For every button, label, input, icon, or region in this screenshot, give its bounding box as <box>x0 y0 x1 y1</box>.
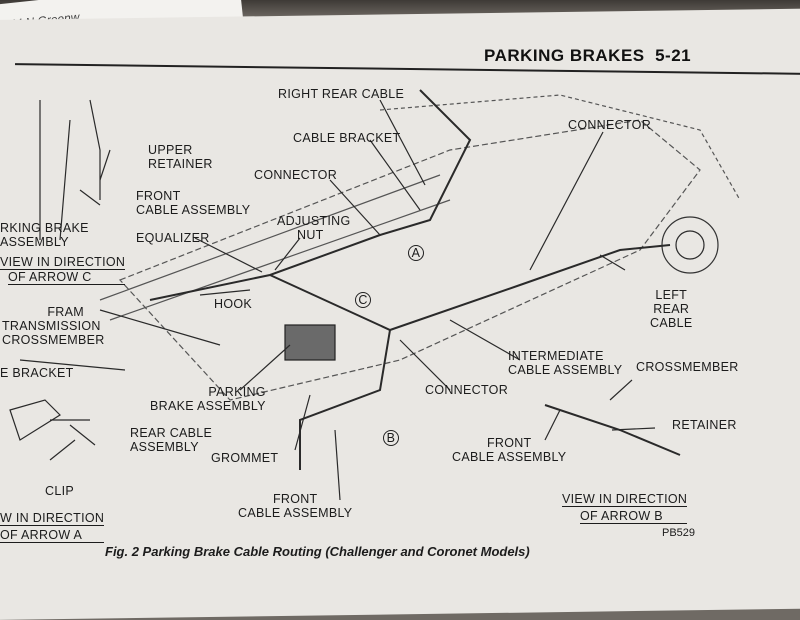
cable-routing-drawing <box>9 89 741 501</box>
label-retainer: RETAINER <box>672 418 737 432</box>
page-number: 5-21 <box>655 46 692 65</box>
label-line: UPPER <box>148 143 193 157</box>
label-line: FRONT <box>486 436 532 450</box>
label-line: CABLE ASSEMBLY <box>238 506 353 520</box>
arrow-b-marker: B <box>383 430 399 446</box>
label-line: REAR CABLE <box>130 426 213 440</box>
label-line: NUT <box>297 228 324 242</box>
label-bracket-a: E BRACKET <box>0 366 74 380</box>
label-view-b: VIEW IN DIRECTION OF ARROW B <box>562 492 688 524</box>
label-line: OF ARROW A <box>0 528 105 543</box>
arrow-c-marker: C <box>355 292 371 308</box>
label-view-a: W IN DIRECTION OF ARROW A <box>0 511 105 543</box>
label-line: ASSEMBLY <box>0 235 69 249</box>
label-line: BRAKE ASSEMBLY <box>150 399 266 413</box>
label-line: CABLE ASSEMBLY <box>508 363 623 377</box>
label-line: VIEW IN DIRECTION <box>562 492 688 507</box>
label-line: LEFT <box>655 288 688 302</box>
label-right-rear-cable: RIGHT REAR CABLE <box>278 87 405 101</box>
page-header: PARKING BRAKES 5-21 <box>484 46 691 66</box>
label-connector-bottom: CONNECTOR <box>425 383 509 397</box>
label-line: FRAM <box>47 305 84 319</box>
label-line: FRONT <box>136 189 181 203</box>
label-connector-top: CONNECTOR <box>254 168 338 182</box>
figure-caption: Fig. 2 Parking Brake Cable Routing (Chal… <box>105 544 530 559</box>
label-line: VIEW IN DIRECTION <box>0 255 126 270</box>
label-line: OF ARROW B <box>580 509 688 524</box>
label-line: RETAINER <box>148 157 213 171</box>
label-line: ADJUSTING <box>277 214 351 228</box>
label-line: PARKING <box>208 385 266 399</box>
label-line: TRANSMISSION <box>2 319 101 333</box>
label-grommet: GROMMET <box>211 451 279 465</box>
label-line: FRONT <box>272 492 318 506</box>
label-clip: CLIP <box>45 484 74 498</box>
label-hook: HOOK <box>214 297 253 311</box>
label-crossmember: CROSSMEMBER <box>636 360 739 374</box>
figure-code: PB529 <box>662 527 696 539</box>
section-title: PARKING BRAKES <box>484 46 645 65</box>
label-line: CABLE ASSEMBLY <box>452 450 567 464</box>
label-line: RKING BRAKE <box>0 221 89 235</box>
label-line: OF ARROW C <box>8 270 126 285</box>
label-line: REAR <box>653 302 690 316</box>
label-line: CABLE <box>650 316 693 330</box>
label-line: ASSEMBLY <box>130 440 199 454</box>
label-line: INTERMEDIATE <box>508 349 604 363</box>
label-line: W IN DIRECTION <box>0 511 105 526</box>
label-cable-bracket: CABLE BRACKET <box>293 131 401 145</box>
label-connector-right: CONNECTOR <box>568 118 652 132</box>
label-equalizer: EQUALIZER <box>136 231 210 245</box>
label-line: CROSSMEMBER <box>2 333 105 347</box>
arrow-a-marker: A <box>408 245 424 261</box>
label-line: CABLE ASSEMBLY <box>136 203 251 217</box>
